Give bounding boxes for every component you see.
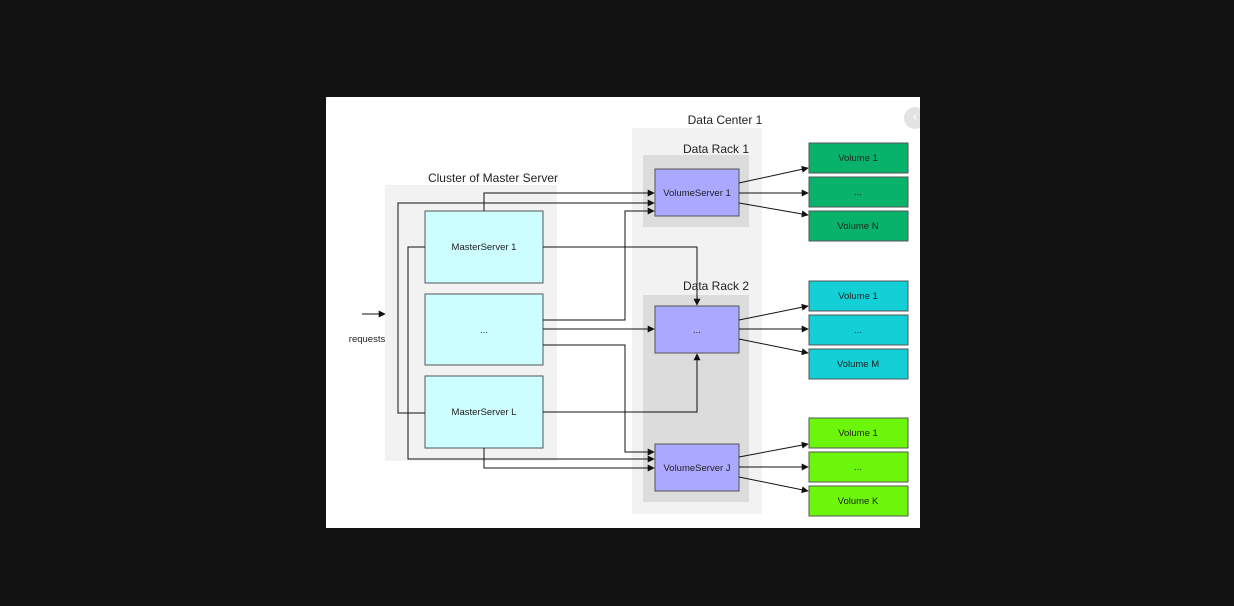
volume-connectors xyxy=(738,165,809,494)
requests-label: requests xyxy=(349,334,386,345)
volume-label: ... xyxy=(854,462,862,473)
volume-label: Volume K xyxy=(838,496,879,507)
volume-label: Volume N xyxy=(837,221,878,232)
volume-server-1: VolumeServer 1 xyxy=(654,168,740,217)
master-server-ellipsis-label: ... xyxy=(480,325,488,336)
data-center-label: Data Center 1 xyxy=(688,113,763,127)
master-server-l-label: MasterServer L xyxy=(452,407,517,418)
volume-label: Volume M xyxy=(837,359,879,370)
master-server-1: MasterServer 1 xyxy=(424,210,544,284)
volume-server-j-label: VolumeServer J xyxy=(663,463,730,474)
volume-label: ... xyxy=(854,325,862,336)
data-rack-1-label: Data Rack 1 xyxy=(683,142,749,156)
volume-group-3: Volume 1 ... Volume K xyxy=(808,417,909,517)
volume-label: Volume 1 xyxy=(838,291,878,302)
volume-server-ellipsis-label: ... xyxy=(693,325,701,336)
data-rack-2-label: Data Rack 2 xyxy=(683,279,749,293)
master-connectors xyxy=(397,189,701,472)
architecture-diagram: Data Center 1 Data Rack 1 Data Rack 2 Cl… xyxy=(349,113,909,517)
volume-server-ellipsis: ... xyxy=(654,305,740,354)
master-server-l: MasterServer L xyxy=(424,375,544,449)
volume-group-2: Volume 1 ... Volume M xyxy=(808,280,909,380)
master-server-1-label: MasterServer 1 xyxy=(452,242,517,253)
volume-group-1: Volume 1 ... Volume N xyxy=(808,142,909,242)
volume-label: Volume 1 xyxy=(838,153,878,164)
volume-label: ... xyxy=(854,187,862,198)
cluster-label: Cluster of Master Server xyxy=(428,171,558,185)
close-viewer-button[interactable]: ‹ xyxy=(904,107,920,129)
master-server-ellipsis: ... xyxy=(424,293,544,366)
volume-server-j: VolumeServer J xyxy=(654,443,740,492)
volume-label: Volume 1 xyxy=(838,428,878,439)
diagram-image-panel: Data Center 1 Data Rack 1 Data Rack 2 Cl… xyxy=(326,97,920,528)
volume-server-1-label: VolumeServer 1 xyxy=(663,188,731,199)
